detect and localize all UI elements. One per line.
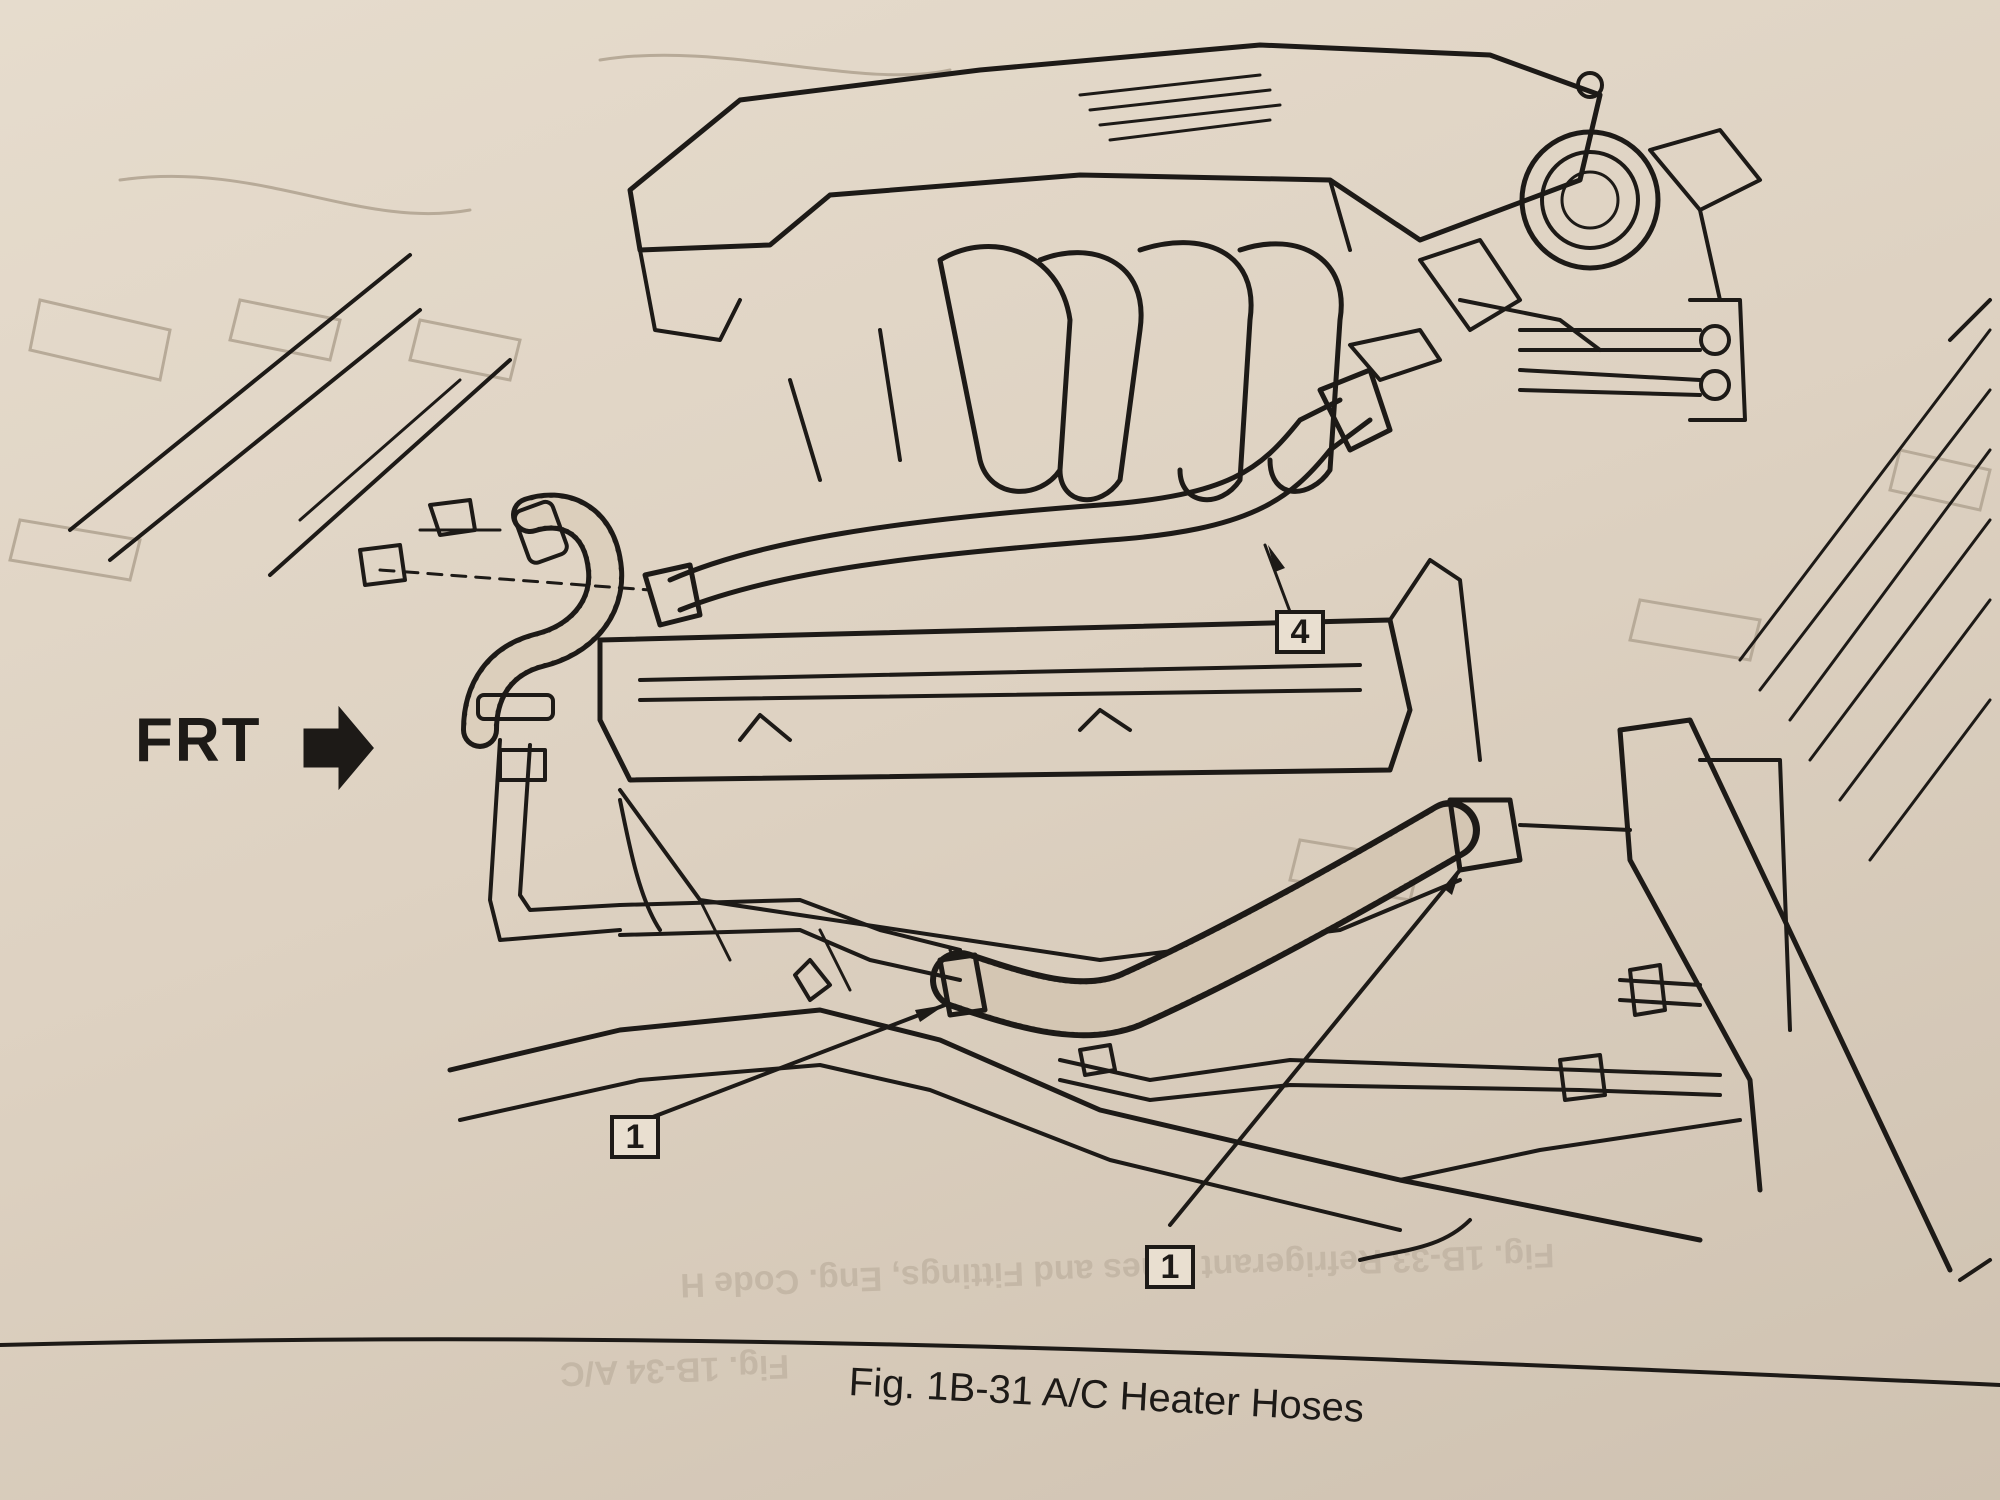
front-arrow-icon bbox=[303, 705, 374, 791]
upper-heater-hose bbox=[642, 328, 1442, 628]
front-label: FRT bbox=[135, 706, 262, 775]
callout-leaders bbox=[643, 543, 1462, 1227]
intake-runners bbox=[788, 240, 1344, 503]
page-rule bbox=[0, 1337, 2000, 1387]
frame-rail bbox=[447, 1007, 1742, 1262]
bypass-hose bbox=[378, 492, 652, 942]
valve-cover bbox=[597, 558, 1482, 783]
callout-4: 4 bbox=[1275, 610, 1325, 654]
throttle-body bbox=[1418, 129, 1661, 352]
cowl-lines bbox=[68, 253, 512, 577]
intake-plenum bbox=[627, 42, 1604, 342]
callout-1-right: 1 bbox=[1145, 1245, 1195, 1289]
lower-heater-hose bbox=[618, 797, 1632, 1039]
callout-1-left: 1 bbox=[610, 1115, 660, 1159]
radiator bbox=[1617, 298, 1992, 1282]
heater-pipes bbox=[1518, 128, 1762, 422]
refrigerant-lines bbox=[1058, 963, 1722, 1102]
hose-fittings bbox=[358, 498, 477, 587]
